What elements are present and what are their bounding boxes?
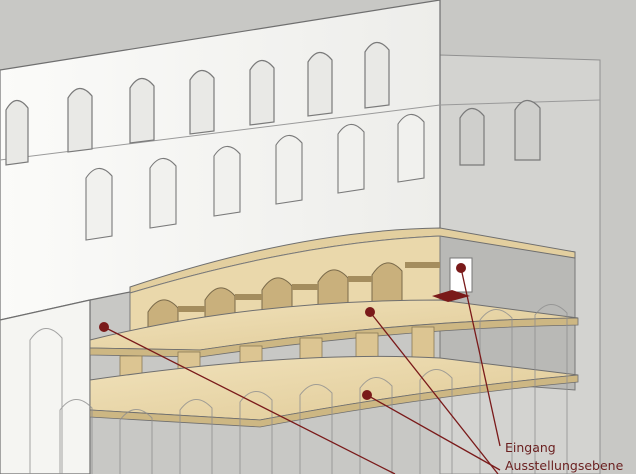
- leader-line: [103, 326, 396, 474]
- window-arch: [149, 157, 177, 229]
- pier-cap: [292, 284, 318, 290]
- window-arch: [67, 87, 93, 153]
- marker-dot: [362, 390, 372, 400]
- window-arch: [275, 134, 303, 205]
- window-arch: [129, 77, 155, 144]
- window-arch: [307, 51, 333, 117]
- pier-cap: [348, 276, 372, 282]
- label-exhibition-level: Ausstellungsebene: [505, 458, 624, 473]
- window-arch-ghost: [459, 107, 485, 166]
- arch-opening: [371, 262, 403, 307]
- window-arch: [85, 167, 113, 241]
- window-arch: [5, 99, 29, 166]
- middle-windows: [85, 113, 425, 241]
- leader-line: [460, 267, 501, 447]
- marker-dot: [365, 307, 375, 317]
- window-arch: [397, 113, 425, 183]
- markers: [99, 263, 466, 400]
- entrance-door: [449, 257, 473, 293]
- facade-wall-lower: [0, 299, 91, 474]
- label-entrance: Eingang: [505, 440, 556, 455]
- pier-cap: [178, 306, 205, 312]
- ghost-lower-arcade: [29, 304, 568, 474]
- window-arch: [337, 123, 365, 194]
- pier-cap: [405, 262, 440, 268]
- leader-line: [366, 394, 501, 471]
- ground-floor-edge: [89, 374, 579, 428]
- entrance-carpet: [432, 290, 470, 302]
- pier-cap: [235, 294, 262, 300]
- window-arch: [189, 69, 215, 135]
- leader-lines: [103, 267, 501, 474]
- cornice-line-ghost: [439, 99, 601, 106]
- marker-dot: [99, 322, 109, 332]
- window-arch: [364, 41, 390, 109]
- exhibition-floor-edge: [89, 317, 579, 358]
- pier-caps: [178, 262, 440, 312]
- upper-windows: [5, 41, 541, 166]
- arch-opening: [317, 269, 349, 314]
- window-arch-ghost: [514, 99, 541, 161]
- window-arch: [249, 59, 275, 126]
- window-arch: [213, 145, 241, 217]
- leader-line: [369, 311, 499, 474]
- marker-dot: [456, 263, 466, 273]
